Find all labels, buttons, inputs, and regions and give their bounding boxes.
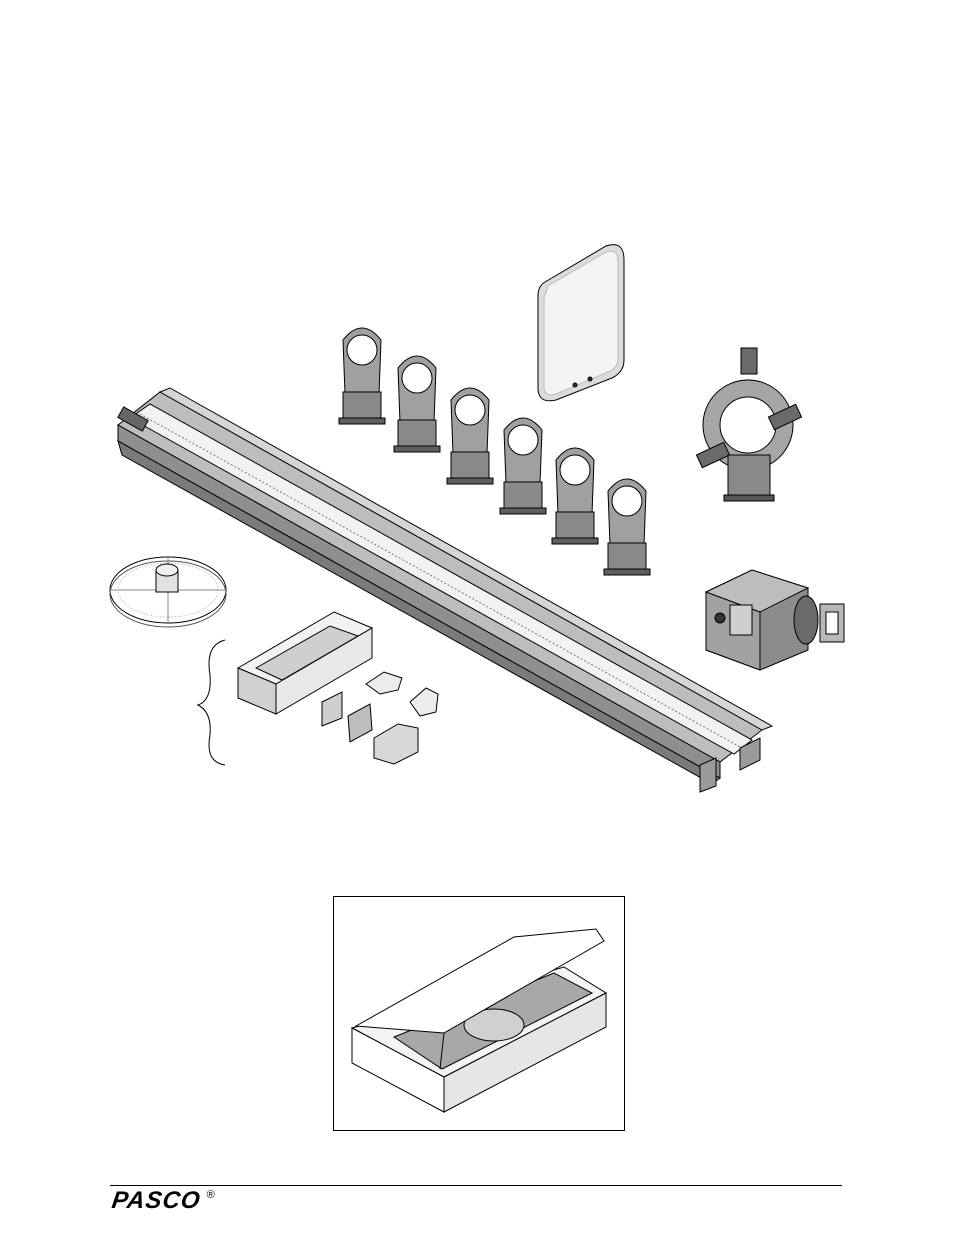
component-holder: [394, 356, 440, 452]
ray-optics-kit: [198, 612, 438, 765]
component-holder: [339, 328, 385, 424]
component-holder: [500, 418, 546, 514]
component-holder: [447, 388, 493, 484]
light-source: [706, 570, 844, 670]
adjustable-lens-holder: [696, 348, 801, 501]
equipment-illustration: [0, 0, 954, 870]
storage-box: [334, 897, 624, 1130]
brand-name: PASCO: [110, 1188, 202, 1214]
component-holder: [552, 448, 598, 544]
storage-box-frame: [333, 896, 625, 1131]
pasco-logo: PASCO ®: [112, 1188, 215, 1214]
viewing-screen: [538, 245, 624, 401]
footer-rule: [110, 1185, 842, 1186]
component-holder: [604, 479, 650, 575]
registered-mark: ®: [207, 1188, 215, 1202]
ray-table: [110, 557, 226, 627]
